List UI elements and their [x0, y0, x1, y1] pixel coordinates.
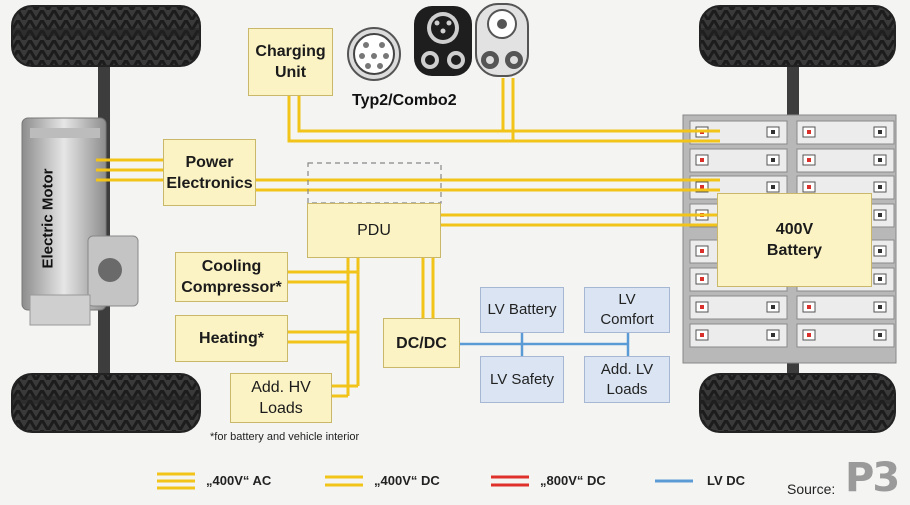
- battery-cell: [689, 295, 788, 320]
- battery-cell: [689, 148, 788, 173]
- terminal-dot: [807, 305, 811, 309]
- terminal-dot: [700, 249, 704, 253]
- tire-front-top: [11, 5, 201, 67]
- terminal-dot: [700, 305, 704, 309]
- terminal-dot: [771, 185, 775, 189]
- pdu-dashed-outline: [307, 162, 442, 204]
- hv-dc-lines: [255, 78, 720, 398]
- type2-connector-icon: [347, 27, 401, 81]
- legend-label-lv-dc: LV DC: [707, 473, 746, 488]
- cooling-compressor-box: Cooling Compressor*: [175, 252, 288, 302]
- power-electronics-box: Power Electronics: [163, 139, 256, 206]
- terminal-dot: [878, 249, 882, 253]
- footnote: *for battery and vehicle interior: [210, 431, 360, 443]
- battery-cell: [796, 120, 895, 145]
- source-label: Source:: [787, 481, 836, 497]
- terminal-dot: [771, 130, 775, 134]
- charging-unit-box: Charging Unit: [248, 28, 333, 96]
- terminal-dot: [700, 333, 704, 337]
- lv-comfort-box: LV Comfort: [584, 287, 670, 333]
- terminal-dot: [878, 185, 882, 189]
- electric-motor-label: Electric Motor: [39, 168, 57, 269]
- connector-type-label: Typ2/Combo2: [352, 92, 457, 109]
- lv-safety-box: LV Safety: [480, 356, 564, 403]
- terminal-dot: [807, 185, 811, 189]
- terminal-dot: [878, 333, 882, 337]
- legend-sample-hv-ac: [157, 472, 195, 490]
- terminal-dot: [878, 130, 882, 134]
- dcdc-box: DC/DC: [383, 318, 460, 368]
- terminal-dot: [771, 158, 775, 162]
- terminal-dot: [878, 213, 882, 217]
- heating-box: Heating*: [175, 315, 288, 362]
- battery-label-box: 400V Battery: [717, 193, 872, 287]
- legend-label-hv-ac: „400V“ AC: [206, 473, 272, 488]
- terminal-dot: [878, 305, 882, 309]
- battery-cell: [689, 323, 788, 348]
- legend-sample-800v-dc: [491, 475, 529, 487]
- terminal-dot: [700, 277, 704, 281]
- ccs-inlet-icon: [475, 3, 529, 77]
- terminal-dot: [807, 333, 811, 337]
- tire-rear-top: [699, 5, 896, 67]
- tire-rear-bottom: [699, 373, 896, 433]
- terminal-dot: [700, 185, 704, 189]
- battery-cell: [796, 295, 895, 320]
- legend-sample-hv-dc: [325, 475, 363, 487]
- lv-battery-box: LV Battery: [480, 287, 564, 333]
- terminal-dot: [700, 158, 704, 162]
- legend-label-800v-dc: „800V“ DC: [540, 473, 606, 488]
- lv-dc-lines: [460, 333, 630, 356]
- terminal-dot: [771, 333, 775, 337]
- legend-label-hv-dc: „400V“ DC: [374, 473, 440, 488]
- combo2-connector-icon: [414, 6, 472, 76]
- battery-cell: [796, 148, 895, 173]
- hv-ac-lines: [96, 158, 164, 182]
- battery-cell: [796, 323, 895, 348]
- terminal-dot: [771, 305, 775, 309]
- add-lv-loads-box: Add. LV Loads: [584, 356, 670, 403]
- terminal-dot: [878, 158, 882, 162]
- p3-logo: P3: [845, 455, 900, 501]
- terminal-dot: [807, 130, 811, 134]
- tire-front-bottom: [11, 373, 201, 433]
- terminal-dot: [878, 277, 882, 281]
- terminal-dot: [807, 158, 811, 162]
- add-hv-loads-box: Add. HV Loads: [230, 373, 332, 423]
- pdu-box: PDU: [307, 203, 441, 258]
- electric-motor-graphic: [21, 117, 139, 326]
